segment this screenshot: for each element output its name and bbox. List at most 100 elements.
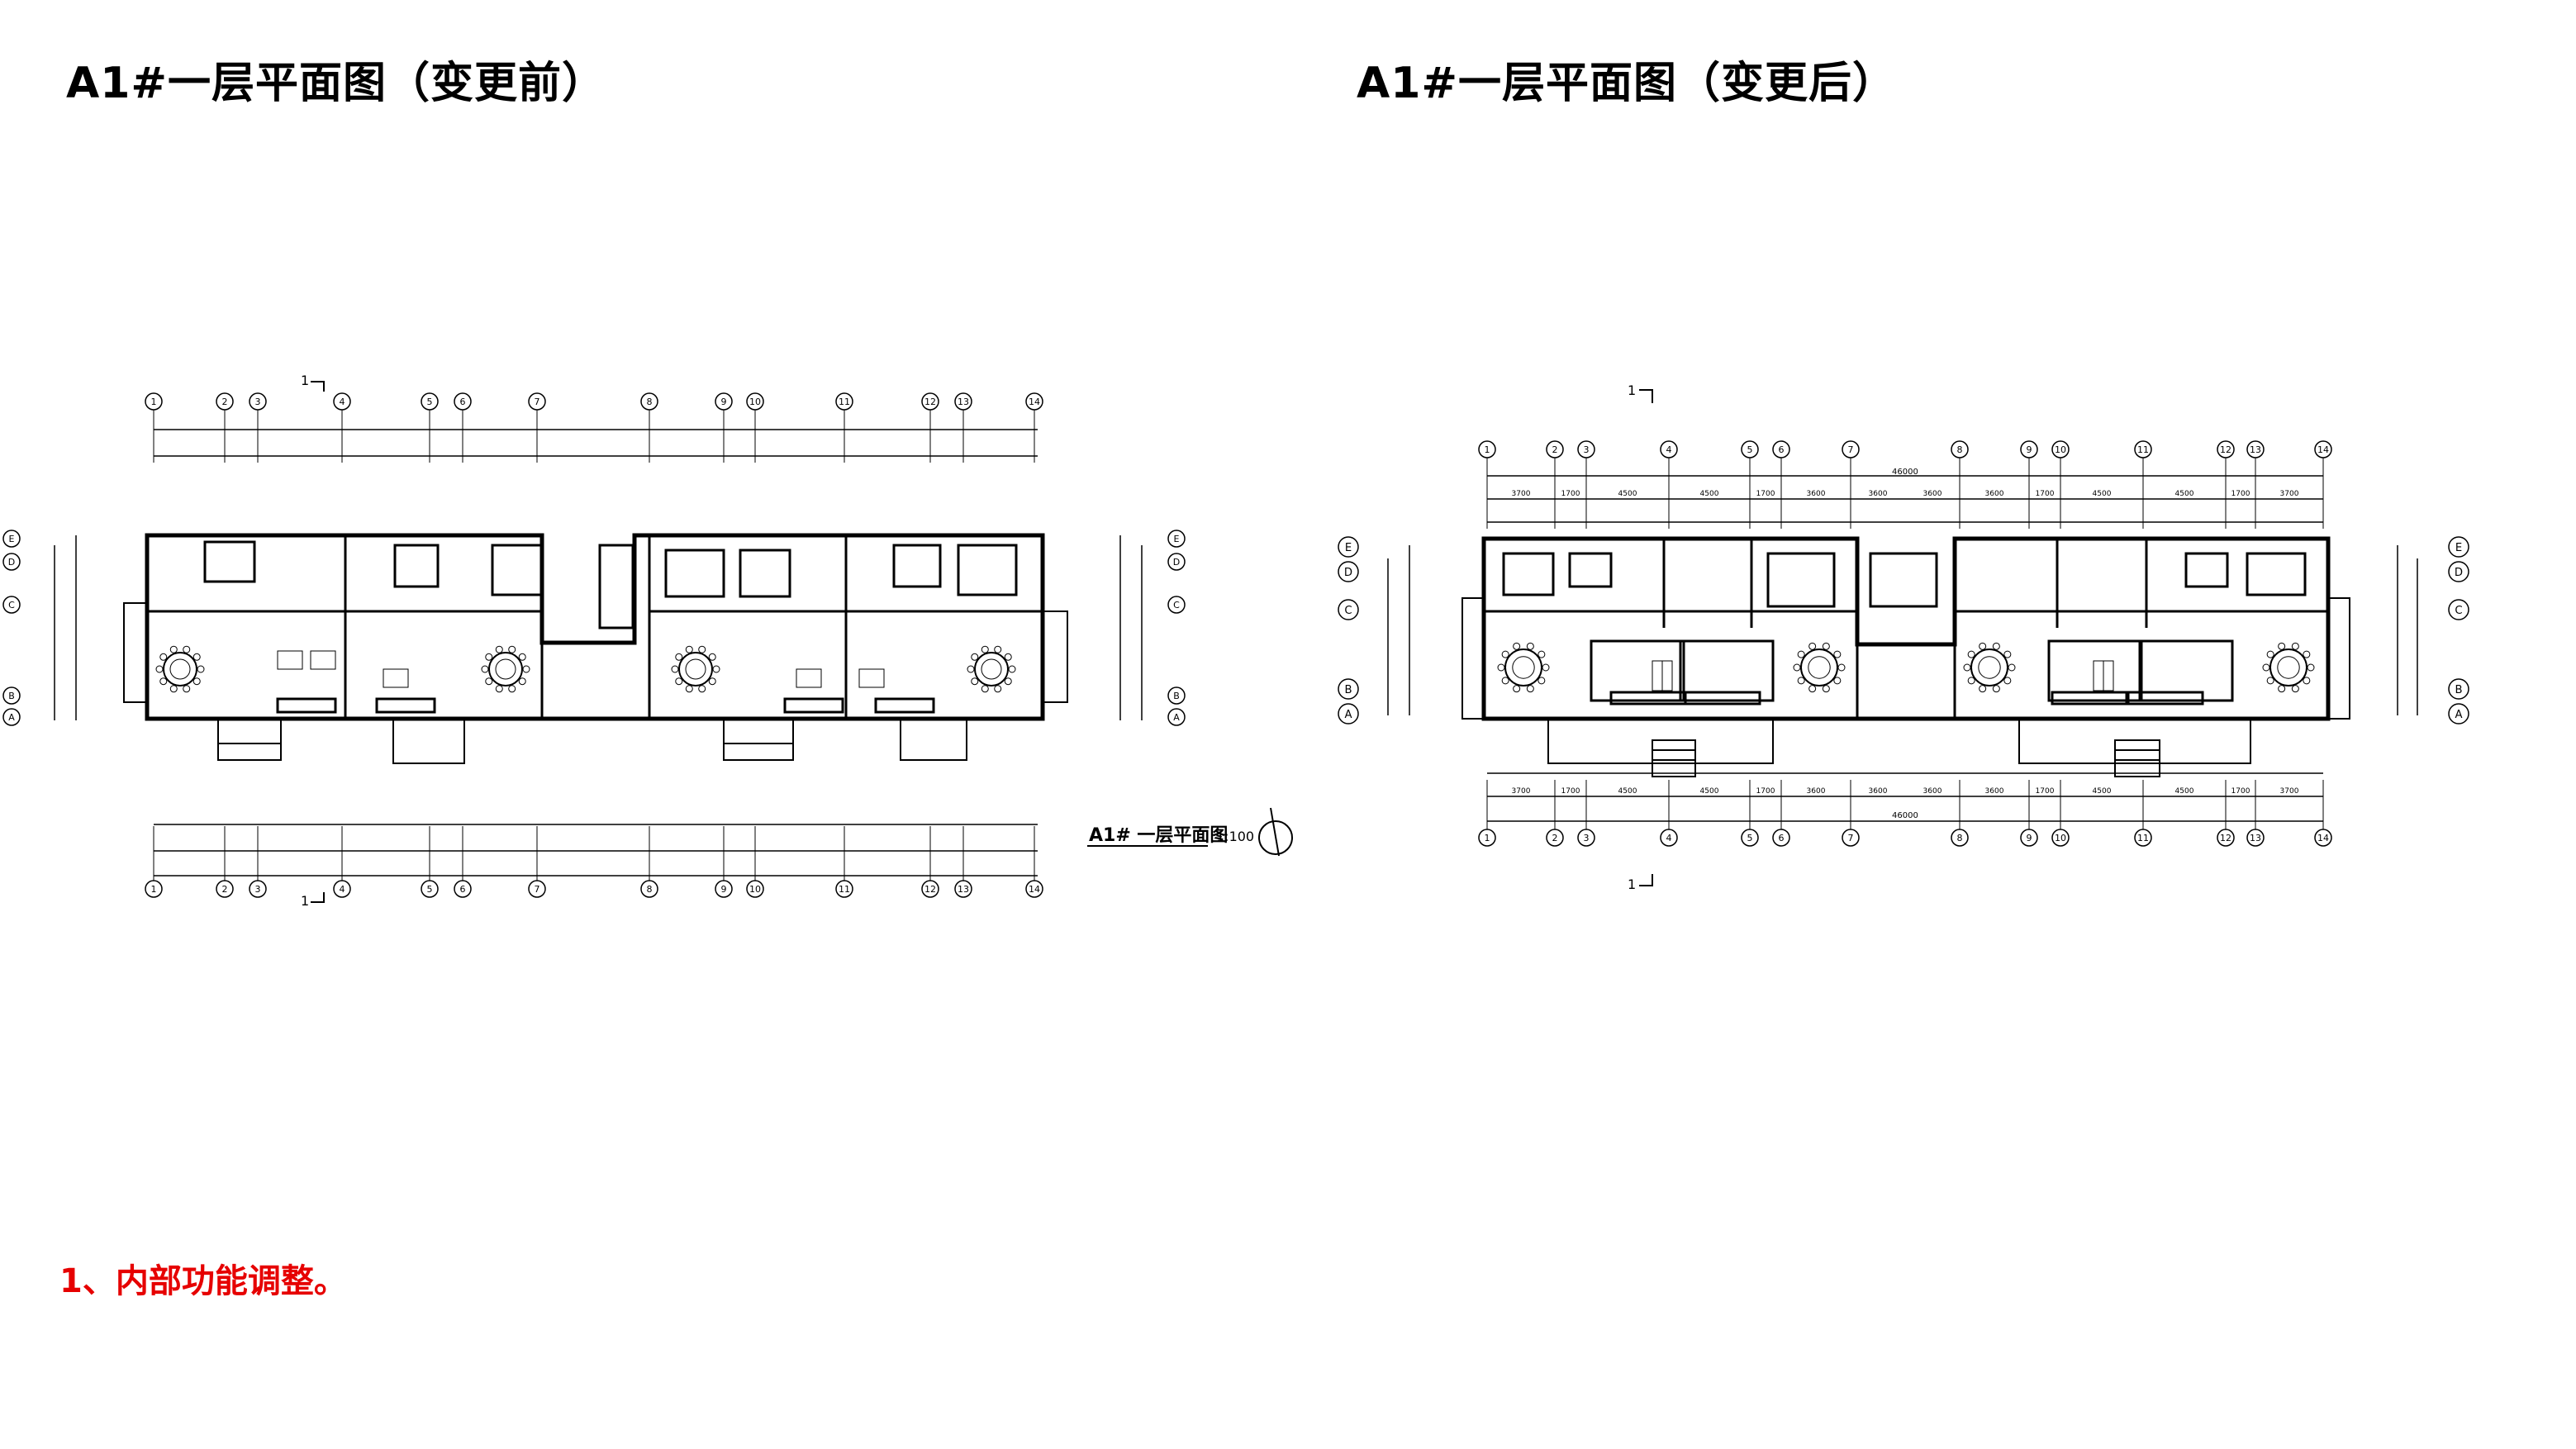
svg-text:3: 3 [1584, 444, 1590, 455]
side-features-after [1461, 597, 2350, 777]
svg-text:E: E [2455, 542, 2462, 554]
dim-value: 1700 [1756, 490, 1775, 498]
svg-text:14: 14 [2317, 833, 2329, 843]
svg-text:A: A [1173, 712, 1180, 723]
axis-bottom-after-8: 8 [1951, 829, 1969, 847]
axis-top-after-14: 14 [2314, 440, 2332, 458]
dim-value: 4500 [1700, 490, 1719, 498]
svg-text:1: 1 [1485, 833, 1490, 843]
axis-bottom-before-5: 5 [421, 880, 439, 898]
dining-table-icon [1497, 642, 1550, 693]
axis-bottom-after-11: 11 [2134, 829, 2152, 847]
furniture-before [155, 645, 1016, 693]
axis-top-after-12: 12 [2217, 440, 2235, 458]
svg-text:6: 6 [460, 397, 466, 407]
svg-text:9: 9 [2027, 444, 2032, 455]
sofa-icon [1652, 660, 1663, 691]
svg-text:5: 5 [427, 884, 433, 895]
svg-text:E: E [1345, 542, 1352, 554]
svg-text:14: 14 [2317, 444, 2329, 455]
north-arrow-icon [1258, 807, 1293, 857]
row-right-before-D: D [1167, 553, 1186, 571]
svg-text:D: D [1344, 567, 1352, 579]
svg-text:9: 9 [721, 884, 727, 895]
dining-table-icon [1793, 642, 1846, 693]
svg-text:6: 6 [1779, 833, 1785, 843]
axis-top-before-13: 13 [954, 392, 972, 411]
row-right-after-E: E [2448, 536, 2469, 558]
svg-text:4: 4 [340, 884, 345, 895]
row-left-after-A: A [1338, 703, 1359, 724]
axis-bottom-after-2: 2 [1546, 829, 1564, 847]
row-right-before-E: E [1167, 530, 1186, 548]
svg-text:6: 6 [460, 884, 466, 895]
svg-text:1: 1 [151, 884, 157, 895]
svg-text:E: E [1174, 534, 1180, 544]
sofa-icon [310, 650, 336, 670]
sofa-icon [1661, 660, 1673, 691]
dimension-lines-after [1387, 475, 2418, 822]
svg-text:C: C [2455, 605, 2462, 617]
sofa-icon [383, 668, 409, 688]
svg-text:A: A [8, 712, 15, 723]
title-before: A1#一层平面图（变更前） [66, 59, 606, 108]
axis-top-before-11: 11 [835, 392, 853, 411]
side-features-before [123, 602, 1068, 764]
svg-text:B: B [8, 691, 15, 701]
axis-bottom-after-1: 1 [1478, 829, 1496, 847]
svg-text:6: 6 [1779, 444, 1785, 455]
drawing-scale-before: 1:100 [1216, 829, 1254, 844]
row-right-before-C: C [1167, 596, 1186, 614]
svg-text:9: 9 [721, 397, 727, 407]
dim-value: 3600 [1807, 787, 1826, 796]
svg-text:12: 12 [924, 884, 936, 895]
section-mark-bottom-before: 1 [301, 893, 309, 909]
sofa-icon [2103, 660, 2114, 691]
svg-text:8: 8 [647, 397, 653, 407]
svg-text:10: 10 [749, 397, 761, 407]
axis-bottom-before-3: 3 [249, 880, 267, 898]
dining-table-icon [481, 645, 530, 693]
axis-top-before-1: 1 [145, 392, 163, 411]
row-right-before-B: B [1167, 686, 1186, 705]
dim-value: 3600 [1807, 490, 1826, 498]
drawing-label-before: A1# 一层平面图 [1089, 825, 1228, 846]
svg-text:8: 8 [647, 884, 653, 895]
row-left-after-B: B [1338, 678, 1359, 700]
axis-bottom-before-7: 7 [528, 880, 546, 898]
svg-text:10: 10 [749, 884, 761, 895]
sofa-icon [796, 668, 822, 688]
svg-text:4: 4 [340, 397, 345, 407]
svg-text:B: B [2455, 684, 2462, 696]
row-left-before-E: E [2, 530, 21, 548]
svg-text:10: 10 [2055, 833, 2066, 843]
dim-value: 3700 [2280, 787, 2299, 796]
dim-value: 4500 [2093, 490, 2112, 498]
svg-text:1: 1 [1485, 444, 1490, 455]
axis-bottom-after-10: 10 [2051, 829, 2070, 847]
svg-text:A: A [2455, 709, 2462, 721]
svg-text:B: B [1344, 684, 1352, 696]
dining-table-icon [671, 645, 720, 693]
axis-top-before-5: 5 [421, 392, 439, 411]
svg-text:8: 8 [1957, 833, 1963, 843]
sofa-icon [277, 650, 303, 670]
dim-value: 3700 [1512, 787, 1531, 796]
axis-bottom-before-14: 14 [1025, 880, 1043, 898]
row-left-before-A: A [2, 708, 21, 726]
outer-walls-before [145, 533, 1045, 721]
axis-top-after-2: 2 [1546, 440, 1564, 458]
dim-value: 3600 [1869, 787, 1888, 796]
axis-top-before-6: 6 [454, 392, 472, 411]
svg-text:D: D [8, 557, 15, 568]
dim-value: 3600 [1985, 490, 2004, 498]
svg-text:8: 8 [1957, 444, 1963, 455]
svg-text:12: 12 [2220, 444, 2231, 455]
axis-top-after-1: 1 [1478, 440, 1496, 458]
axis-top-after-7: 7 [1842, 440, 1860, 458]
